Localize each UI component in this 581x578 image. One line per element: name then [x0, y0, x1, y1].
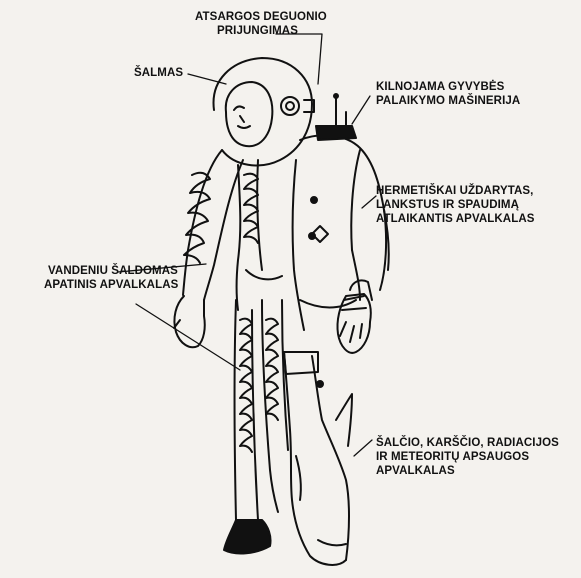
label-pressure-suit: HERMETIŠKAI UŽDARYTAS, LANKSTUS IR SPAUD…	[376, 184, 535, 226]
leader-pressure-suit	[362, 196, 376, 208]
life-support-pack	[316, 94, 356, 140]
label-pressure-suit-line3: ATLAIKANTIS APVALKALAS	[376, 212, 535, 226]
left-arm	[183, 150, 243, 300]
pressure-suit	[293, 135, 389, 330]
label-outer-line3: APVALKALAS	[376, 464, 559, 478]
label-outer-line2: IR METEORITŲ APSAUGOS	[376, 450, 559, 464]
legs-cooling-garment	[235, 300, 289, 520]
leader-oxygen	[276, 34, 322, 84]
label-helmet-line1: ŠALMAS	[134, 66, 183, 80]
label-outer-line1: ŠALČIO, KARŠČIO, RADIACIJOS	[376, 436, 559, 450]
leader-cooling-2	[136, 304, 240, 370]
leader-life-support	[352, 96, 370, 124]
leader-outer-layer	[354, 440, 372, 456]
label-life-support-line1: KILNOJAMA GYVYBĖS	[376, 80, 520, 94]
label-life-support-line2: PALAIKYMO MAŠINERIJA	[376, 94, 520, 108]
label-cooling-garment: VANDENIU ŠALDOMAS APATINIS APVALKALAS	[44, 264, 178, 292]
label-pressure-suit-line2: LANKSTUS IR SPAUDIMĄ	[376, 198, 535, 212]
torso-cooling-garment	[237, 160, 283, 310]
helmet	[214, 58, 314, 165]
label-cooling-line2: APATINIS APVALKALAS	[44, 278, 178, 292]
label-oxygen-connection: ATSARGOS DEGUONIO PRIJUNGIMAS	[195, 10, 327, 38]
outer-protective-layer	[284, 352, 352, 565]
label-helmet: ŠALMAS	[134, 66, 183, 80]
left-hand	[174, 296, 205, 347]
label-oxygen-line2: PRIJUNGIMAS	[195, 24, 327, 38]
left-boot	[224, 520, 271, 553]
right-glove	[337, 280, 372, 352]
label-outer-layer: ŠALČIO, KARŠČIO, RADIACIJOS IR METEORITŲ…	[376, 436, 559, 478]
label-life-support: KILNOJAMA GYVYBĖS PALAIKYMO MAŠINERIJA	[376, 80, 520, 108]
label-pressure-suit-line1: HERMETIŠKAI UŽDARYTAS,	[376, 184, 535, 198]
label-cooling-line1: VANDENIU ŠALDOMAS	[44, 264, 178, 278]
label-oxygen-line1: ATSARGOS DEGUONIO	[195, 10, 327, 24]
